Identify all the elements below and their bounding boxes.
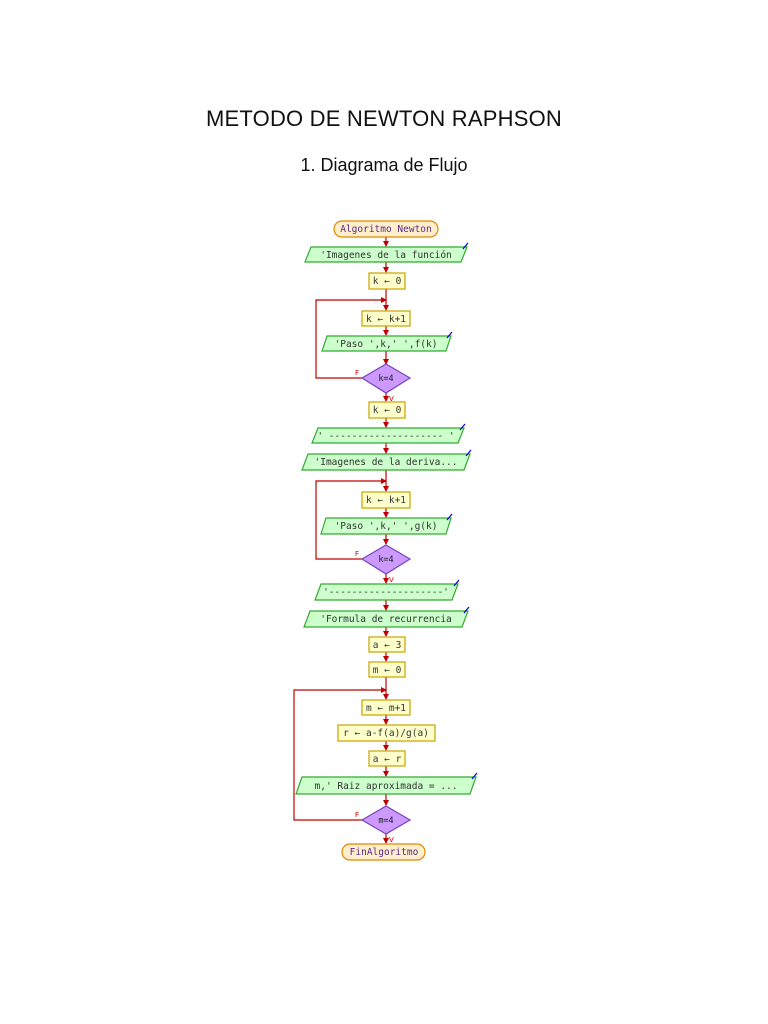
assign-a-r: a ← r	[368, 750, 406, 767]
output-formula-recurrencia: 'Formula de recurrencia	[303, 606, 470, 628]
assign-k-increment: k ← k+1	[361, 310, 411, 327]
assign-k-increment-label: k ← k+1	[366, 314, 406, 325]
assign-m-zero: m ← 0	[368, 661, 406, 678]
page-title: METODO DE NEWTON RAPHSON	[205, 106, 563, 131]
end-terminal: FinAlgoritmo	[341, 843, 426, 861]
assign-k-zero-label: k ← 0	[373, 276, 402, 287]
output-paso-f-label: 'Paso ',k,' ',f(k)	[335, 339, 438, 350]
assign-m-zero-label: m ← 0	[373, 665, 402, 676]
output-separator: '--------------------'	[314, 579, 460, 601]
section-heading: 1. Diagrama de Flujo	[300, 155, 468, 175]
output-paso-g: 'Paso ',k,' ',g(k)	[320, 513, 453, 535]
decision-m-equals-4-label: m=4	[378, 816, 393, 826]
false-flag: F	[355, 811, 359, 819]
assign-k-zero-label: k ← 0	[373, 405, 402, 416]
assign-a-three: a ← 3	[368, 636, 406, 653]
assign-a-three-label: a ← 3	[373, 640, 402, 651]
output-separator: ' -------------------- '	[311, 423, 466, 444]
flowchart-connectors	[293, 237, 389, 844]
decision-k-equals-4: k=4	[360, 544, 412, 575]
output-raiz-aproximada-label: m,' Raiz aproximada = ...	[315, 781, 458, 792]
assign-k-increment-label: k ← k+1	[366, 495, 406, 506]
decision-k-equals-4: k=4	[360, 363, 412, 394]
output-imagenes-derivada: 'Imagenes de la deriva...	[301, 449, 472, 471]
output-imagenes-derivada-label: 'Imagenes de la deriva...	[315, 457, 458, 468]
end-label: FinAlgoritmo	[350, 847, 419, 858]
assign-k-increment: k ← k+1	[361, 491, 411, 509]
assign-r-newton-step: r ← a-f(a)/g(a)	[337, 724, 436, 742]
true-flag: V	[389, 576, 394, 584]
output-separator-label: ' -------------------- '	[317, 431, 454, 442]
start-terminal: Algoritmo Newton	[333, 220, 439, 238]
output-imagenes-funcion-label: 'Imagenes de la función	[320, 250, 452, 261]
start-label: Algoritmo Newton	[340, 224, 432, 235]
output-raiz-aproximada: m,' Raiz aproximada = ...	[295, 772, 478, 795]
assign-m-increment: m ← m+1	[361, 699, 411, 716]
output-formula-recurrencia-label: 'Formula de recurrencia	[320, 614, 452, 625]
assign-m-increment-label: m ← m+1	[366, 703, 406, 714]
output-paso-f: 'Paso ',k,' ',f(k)	[321, 331, 453, 352]
false-flag: F	[355, 550, 359, 558]
assign-a-r-label: a ← r	[373, 754, 402, 765]
decision-m-equals-4: m=4	[360, 805, 412, 835]
decision-k-equals-4-label: k=4	[378, 555, 393, 565]
assign-k-zero: k ← 0	[368, 272, 406, 290]
assign-r-newton-step-label: r ← a-f(a)/g(a)	[343, 728, 429, 739]
true-flag: V	[389, 836, 394, 844]
true-flag: V	[389, 395, 394, 403]
decision-k-equals-4-label: k=4	[378, 374, 393, 384]
output-paso-g-label: 'Paso ',k,' ',g(k)	[335, 521, 438, 532]
output-separator-label: '--------------------'	[323, 587, 449, 598]
assign-k-zero: k ← 0	[368, 401, 406, 419]
false-flag: F	[355, 369, 359, 377]
output-imagenes-funcion: 'Imagenes de la función	[304, 242, 469, 263]
